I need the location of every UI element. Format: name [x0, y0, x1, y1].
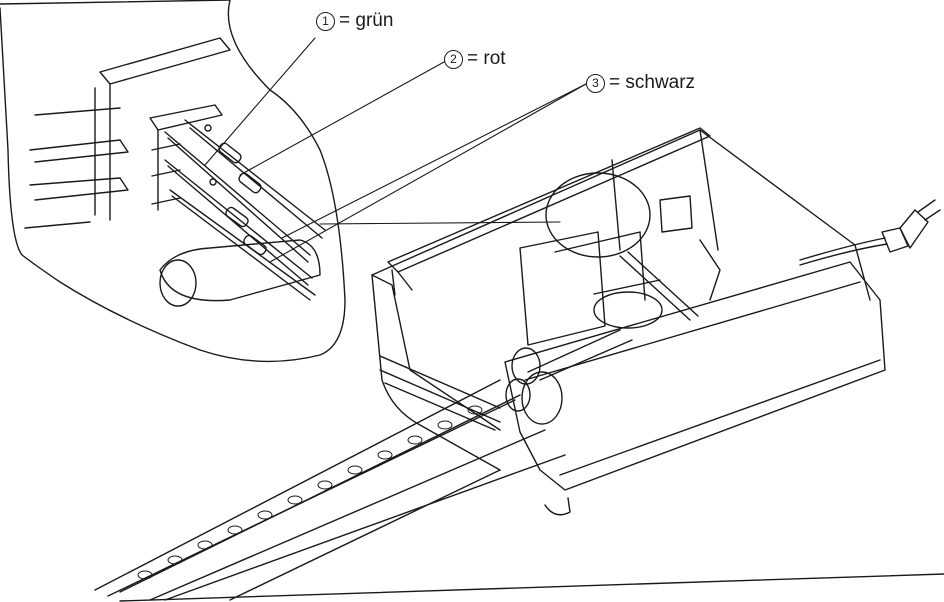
label-text: = rot: [467, 48, 506, 69]
magnifier-circle: [545, 172, 651, 258]
leader-lines: [204, 37, 587, 263]
label-1: 1 = grün: [316, 10, 393, 32]
label-2: 2 = rot: [444, 48, 506, 70]
power-plug: [799, 199, 941, 266]
label-text: = grün: [339, 10, 394, 31]
motor-housing: [371, 127, 886, 516]
number-circle: 2: [444, 49, 463, 69]
track-rail: [94, 379, 566, 601]
label-3: 3 = schwarz: [586, 72, 695, 94]
number-circle: 3: [586, 73, 605, 93]
number-circle: 1: [316, 11, 335, 31]
detail-inset: [0, 0, 346, 363]
drive-shaft: [505, 329, 633, 425]
label-text: = schwarz: [609, 72, 696, 93]
